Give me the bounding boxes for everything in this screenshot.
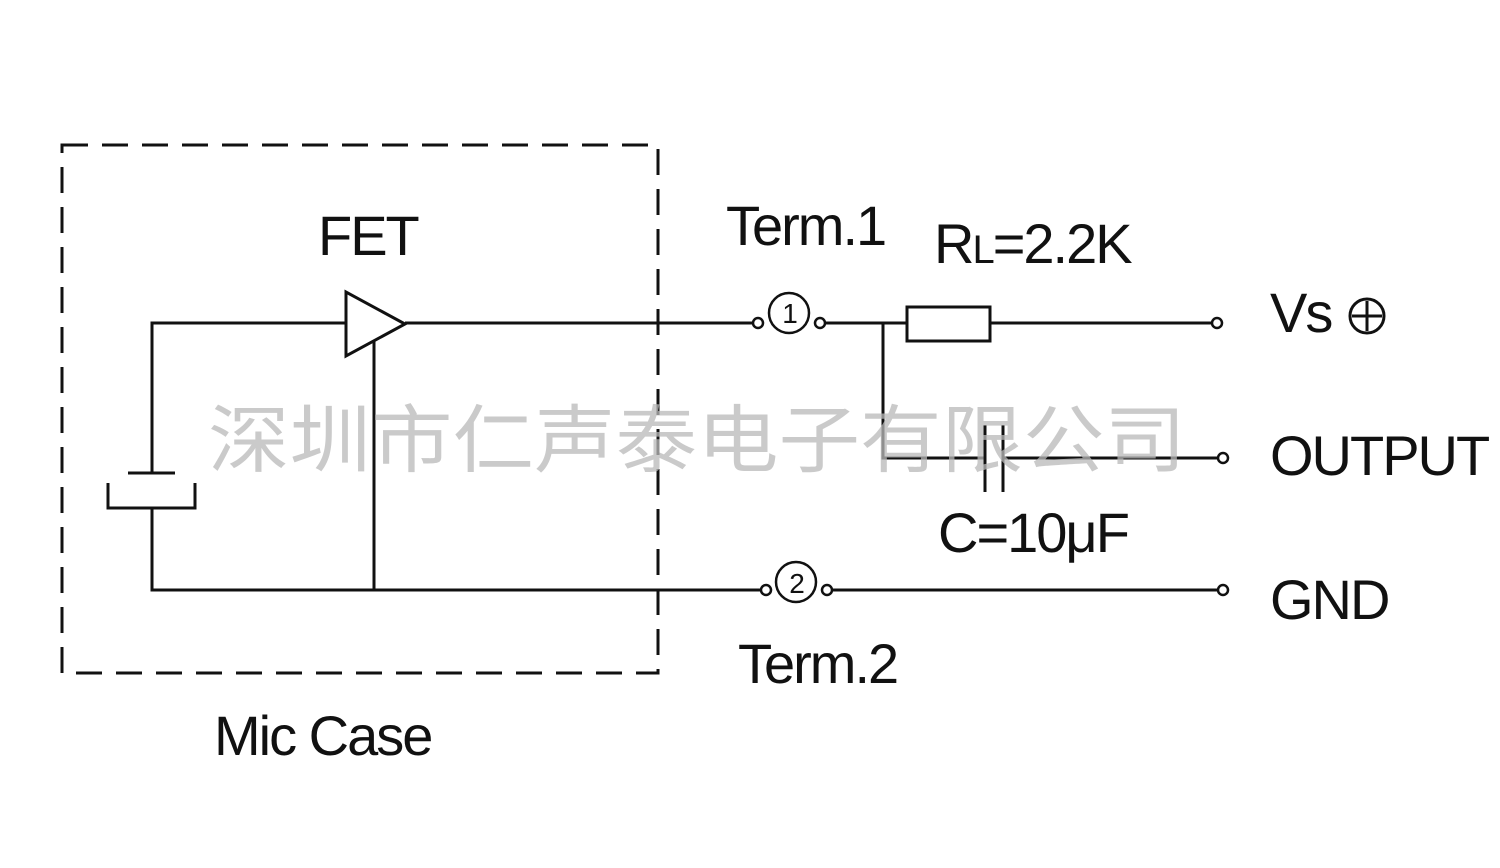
load-resistor-symbol (905, 305, 992, 343)
ground-wire-internal (150, 508, 762, 592)
output-label: OUTPUT (1270, 424, 1489, 487)
mic-case-label: Mic Case (214, 704, 431, 767)
company-watermark: 深圳市仁声泰电子有限公司 (208, 398, 1186, 484)
terminal-2-number: 2 (789, 568, 804, 599)
fet-label: FET (318, 204, 419, 267)
vs-terminal-dot (1210, 316, 1224, 330)
term1-label: Term.1 (726, 194, 885, 257)
mic-capsule-symbol (106, 471, 197, 510)
gnd-terminal-dot (1216, 583, 1230, 597)
capacitor-label: C=10μF (938, 501, 1128, 564)
output-branch-wire (881, 323, 985, 460)
terminal-2-symbol: 2 (759, 560, 834, 604)
resistor-label: RL=2.2K (934, 212, 1132, 275)
vs-label: Vs (1270, 281, 1331, 344)
plus-symbol-icon (1348, 297, 1386, 335)
output-terminal-dot (1216, 451, 1230, 465)
terminal-1-number: 1 (782, 298, 797, 329)
mic-case-boundary (60, 143, 660, 675)
gate-wire (150, 321, 346, 473)
gnd-label: GND (1270, 568, 1388, 631)
terminal-1-symbol: 1 (751, 291, 827, 335)
fet-amplifier-symbol (344, 289, 409, 359)
term2-label: Term.2 (738, 632, 897, 695)
